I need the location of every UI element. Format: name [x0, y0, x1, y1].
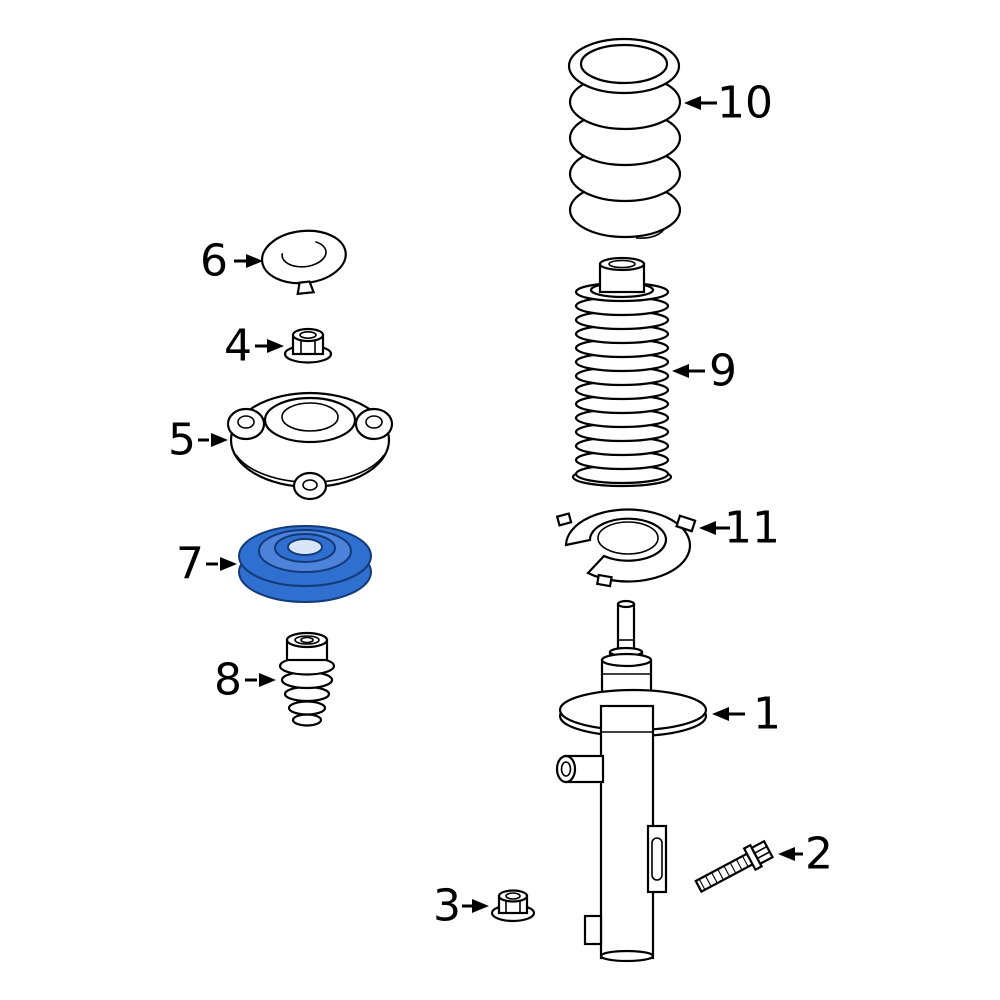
boot-neck-top	[598, 256, 646, 272]
strut-lower-tab	[583, 914, 603, 946]
callout-9-arrowhead	[672, 364, 689, 378]
part-spring-seat	[555, 508, 697, 588]
mount-ear-right	[354, 407, 394, 441]
callout-5-label: 5	[168, 415, 196, 466]
spring-coil-inner	[579, 43, 669, 85]
callout-6-arrowhead	[246, 254, 263, 268]
callout-3-label: 3	[433, 881, 461, 932]
mount-hole-left	[237, 415, 255, 429]
callout-10-arrowhead	[684, 96, 701, 110]
callout-8: 8	[214, 655, 276, 706]
callout-4-label: 4	[224, 321, 252, 372]
callout-6-label: 6	[200, 236, 228, 287]
bearing-bore	[287, 538, 323, 556]
nut-bore	[299, 330, 317, 339]
callout-5-arrowhead	[211, 433, 228, 447]
stop-bore	[300, 636, 314, 644]
part-coil-spring	[567, 37, 682, 239]
callout-7: 7	[176, 539, 237, 590]
mount-center-boss-inner	[281, 402, 339, 432]
bolt-head	[750, 839, 775, 866]
part-strut-mount	[226, 391, 394, 501]
nut-bore	[505, 892, 521, 900]
part-spring-seat-bearing	[238, 525, 372, 603]
callout-2-arrowhead	[778, 847, 795, 861]
callout-1: 1	[712, 689, 781, 740]
part-cap	[260, 229, 347, 296]
callout-7-arrowhead	[220, 557, 237, 571]
callout-2: 2	[778, 829, 833, 880]
callout-11: 11	[699, 503, 780, 554]
callout-1-arrowhead	[712, 707, 729, 721]
strut-bottom-cap	[599, 949, 655, 963]
part-mount-nut	[283, 327, 333, 364]
callout-11-label: 11	[724, 503, 780, 554]
mount-hole-right	[365, 415, 383, 429]
cap-tab	[296, 280, 316, 296]
strut-rod-top	[616, 599, 636, 609]
callout-2-label: 2	[805, 829, 833, 880]
callout-10-label: 10	[717, 78, 773, 129]
cap-dome-line	[281, 240, 327, 268]
part-bump-stop	[278, 631, 336, 727]
callout-7-label: 7	[176, 539, 204, 590]
callout-11-arrowhead	[699, 521, 716, 535]
part-strut	[555, 599, 708, 963]
callout-6: 6	[200, 236, 263, 287]
boot-neck-opening	[608, 259, 636, 269]
part-nut-lower	[490, 889, 536, 923]
mount-ear-left	[226, 407, 266, 441]
callout-3-arrowhead	[472, 899, 489, 913]
callout-9-label: 9	[709, 346, 737, 397]
callout-5: 5	[168, 415, 228, 466]
stop-rib	[287, 700, 327, 716]
strut-bracket	[646, 824, 668, 894]
callout-3: 3	[433, 881, 489, 932]
strut-piston-rod	[616, 602, 636, 656]
callout-4: 4	[224, 321, 284, 372]
seat-tab-bottom	[595, 573, 613, 588]
seat-tab-right	[675, 514, 697, 533]
part-dust-boot	[571, 256, 673, 488]
part-bolt	[694, 839, 775, 894]
seat-inner-lip	[597, 521, 659, 555]
mount-hole-bottom	[302, 479, 318, 491]
strut-bracket-slot	[651, 837, 663, 881]
callout-4-arrowhead	[267, 339, 284, 353]
stop-rib	[291, 713, 323, 727]
mount-center-boss	[263, 396, 357, 444]
seat-tab-left	[555, 512, 573, 527]
strut-body-tube	[599, 704, 655, 960]
callout-10: 10	[684, 78, 773, 129]
mount-ear-bottom	[292, 471, 328, 501]
callout-9: 9	[672, 346, 737, 397]
callout-8-label: 8	[214, 655, 242, 706]
callout-1-label: 1	[753, 689, 781, 740]
callout-8-arrowhead	[259, 673, 276, 687]
bolt-threads	[698, 855, 749, 890]
